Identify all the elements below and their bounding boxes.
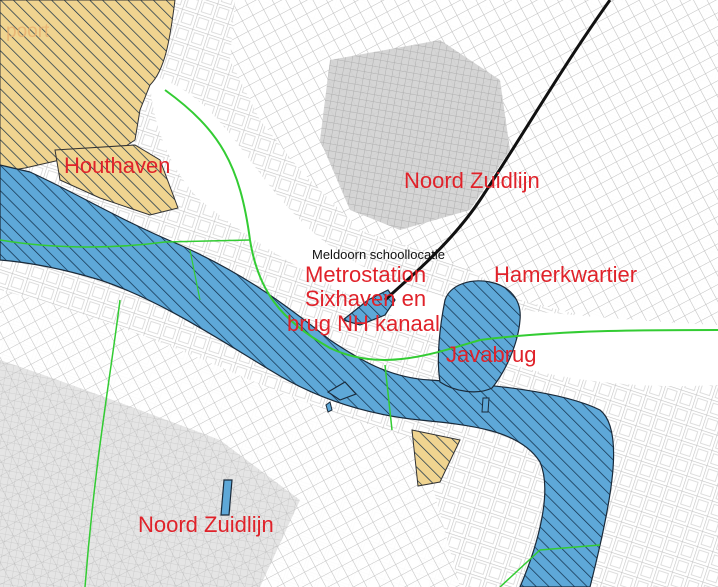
centrum-dense bbox=[0, 360, 300, 587]
blue-sixhaven-hatch bbox=[341, 289, 396, 326]
label-noord-zuidlijn-bottom: Noord Zuidlijn bbox=[138, 512, 274, 537]
label-noord-zuidlijn-top: Noord Zuidlijn bbox=[404, 168, 540, 193]
green-line-west2 bbox=[189, 249, 201, 301]
green-line-southwest bbox=[84, 299, 121, 587]
label-brug-nh: brug NH kanaal bbox=[287, 311, 440, 336]
label-javabrug: Javabrug bbox=[446, 342, 537, 367]
green-line-south bbox=[384, 364, 393, 431]
green-line-southeast bbox=[499, 544, 601, 587]
blue-small-zuid bbox=[220, 479, 233, 516]
blue-small-javabrug bbox=[481, 397, 490, 413]
blue-small-ij-tail bbox=[325, 401, 333, 413]
noord-dense-block bbox=[320, 40, 510, 230]
blue-hamerkwartier-hatch bbox=[437, 280, 521, 393]
label-sixhaven: Sixhaven en bbox=[305, 286, 427, 311]
green-line-main bbox=[164, 89, 718, 361]
label-metrostation: Metrostation bbox=[305, 262, 427, 287]
label-hamerkwartier: Hamerkwartier bbox=[494, 262, 638, 287]
green-line-west bbox=[0, 239, 251, 248]
tan-zone-houthaven-hatch bbox=[54, 144, 179, 216]
ij-east-water bbox=[560, 330, 718, 374]
label-poort: poort bbox=[6, 21, 50, 42]
metro-line bbox=[383, 0, 612, 302]
blue-small-ij bbox=[326, 381, 358, 401]
label-houthaven: Houthaven bbox=[64, 153, 171, 178]
tan-zone-small-hatch bbox=[411, 429, 461, 487]
label-meldpoint: Meldoorn schoollocatie bbox=[312, 247, 445, 262]
